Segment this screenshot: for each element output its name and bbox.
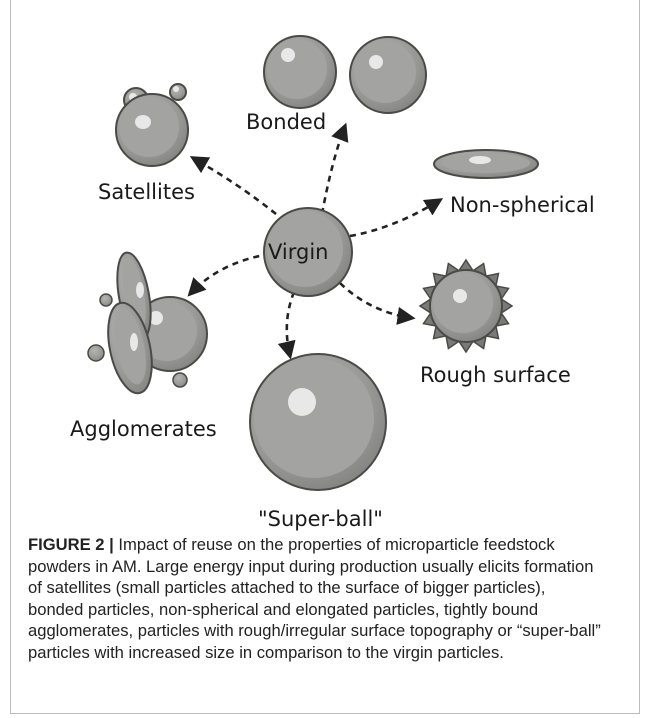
super-ball-particle <box>250 354 386 490</box>
super-ball-label: "Super-ball" <box>258 507 383 531</box>
non-spherical-label: Non-spherical <box>450 193 595 217</box>
non-spherical-particle <box>434 150 538 178</box>
rough-surface-label: Rough surface <box>420 363 571 387</box>
arrow-to-non-spherical <box>350 200 440 236</box>
particle-diagram <box>0 0 652 530</box>
arrow-to-satellites <box>193 158 276 214</box>
caption-text: Impact of reuse on the properties of mic… <box>28 535 601 662</box>
arrow-to-rough-surface <box>340 283 412 318</box>
bonded-label: Bonded <box>246 110 326 134</box>
figure-caption: FIGURE 2 | Impact of reuse on the proper… <box>28 534 603 664</box>
satellites-label: Satellites <box>98 180 195 204</box>
rough-surface-particle <box>420 260 512 352</box>
bonded-particles <box>264 36 426 113</box>
agglomerates-label: Agglomerates <box>70 417 217 441</box>
agglomerate-particles <box>88 250 207 397</box>
virgin-label: Virgin <box>268 240 328 264</box>
arrow-to-agglomerates <box>190 254 270 294</box>
caption-label: FIGURE 2 | <box>28 535 114 554</box>
arrow-to-bonded <box>322 126 345 214</box>
satellite-particles <box>116 84 188 166</box>
arrow-to-super-ball <box>287 292 294 356</box>
